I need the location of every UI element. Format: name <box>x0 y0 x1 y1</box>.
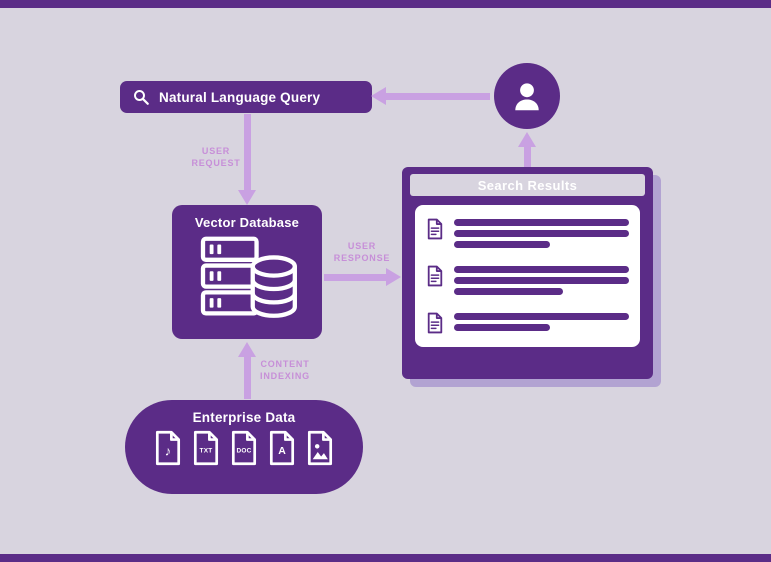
search-results-title: Search Results <box>477 177 578 193</box>
user-response-label-line1: USER <box>347 241 377 251</box>
arrow-shaft <box>244 114 251 191</box>
file-outline <box>231 430 257 466</box>
user-node <box>494 63 560 129</box>
result-line <box>454 230 629 237</box>
arrow-head <box>386 268 401 286</box>
result-line <box>454 288 563 295</box>
file-outline <box>307 430 333 466</box>
content-indexing-label-line2: INDEXING <box>260 370 310 381</box>
top-border-bar <box>0 0 771 8</box>
result-line <box>454 324 551 331</box>
search-result-row <box>426 312 629 334</box>
query-label: Natural Language Query <box>159 89 321 105</box>
user-response-label-line2: RESPONSE <box>333 252 391 263</box>
arrow-shaft <box>524 147 531 167</box>
file-outline <box>155 430 181 466</box>
arrow-shaft <box>324 274 386 281</box>
vector-database-label: Vector Database <box>194 215 300 230</box>
arrow-head <box>371 87 386 105</box>
user-request-label: USER REQUEST <box>180 146 252 169</box>
result-lines <box>454 265 629 295</box>
file-outline <box>269 430 295 466</box>
file-icons-row: ♪ TXT DOC A <box>153 430 335 466</box>
content-indexing-label: CONTENT INDEXING <box>249 359 321 382</box>
enterprise-data-node: Enterprise Data ♪ TXT <box>125 400 363 494</box>
doc-file-icon: DOC <box>229 430 259 466</box>
arrow-shaft <box>386 93 490 100</box>
enterprise-data-label: Enterprise Data <box>192 410 296 425</box>
search-results-window: Search Results <box>402 167 653 379</box>
result-line <box>454 241 551 248</box>
result-line <box>454 277 629 284</box>
result-line <box>454 219 629 226</box>
natural-language-query-node: Natural Language Query <box>120 81 372 113</box>
server-database-icon <box>200 236 297 318</box>
result-lines <box>454 218 629 248</box>
image-file-icon <box>305 430 335 466</box>
result-lines <box>454 312 629 334</box>
txt-glyph: TXT <box>199 447 213 455</box>
user-request-label-line2: REQUEST <box>191 157 241 168</box>
content-indexing-label-line1: CONTENT <box>260 359 310 369</box>
doc-glyph: DOC <box>236 447 252 455</box>
user-icon <box>515 83 539 111</box>
arrow-head <box>238 342 256 357</box>
audio-glyph: ♪ <box>164 443 172 459</box>
arrow-head <box>518 132 536 147</box>
search-results-header: Search Results <box>410 174 645 196</box>
vector-database-node: Vector Database <box>172 205 322 339</box>
magnifier-icon <box>134 90 149 105</box>
result-line <box>454 266 629 273</box>
file-outline <box>193 430 219 466</box>
search-result-row <box>426 218 629 248</box>
txt-file-icon: TXT <box>191 430 221 466</box>
bottom-border-bar <box>0 554 771 562</box>
audio-file-icon: ♪ <box>153 430 183 466</box>
pdf-glyph: A <box>278 444 286 457</box>
document-icon <box>427 218 443 240</box>
results-panel <box>415 205 640 347</box>
arrow-shaft <box>244 357 251 399</box>
user-response-label: USER RESPONSE <box>326 241 398 264</box>
arrow-head <box>238 190 256 205</box>
user-request-label-line1: USER <box>201 146 231 156</box>
pdf-file-icon: A <box>267 430 297 466</box>
document-icon <box>427 312 443 334</box>
document-icon <box>427 265 443 287</box>
result-line <box>454 313 629 320</box>
search-result-row <box>426 265 629 295</box>
